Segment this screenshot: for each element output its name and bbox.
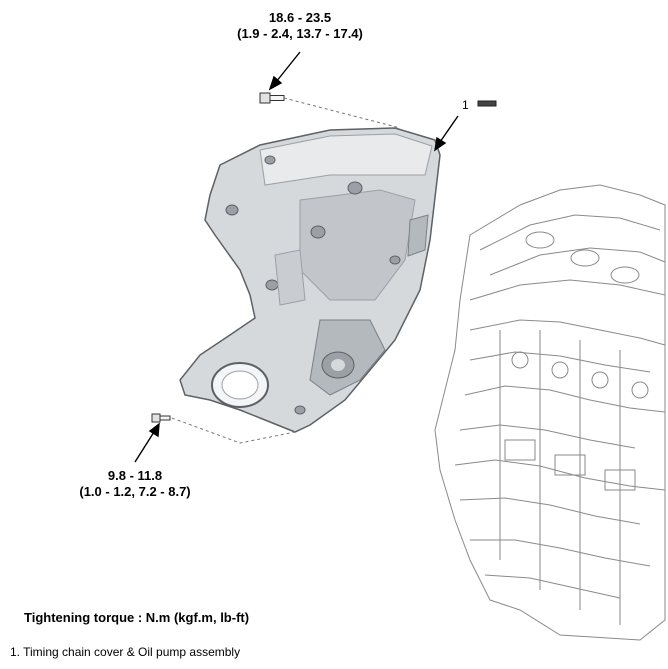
top-bolt-torque-nm: 18.6 - 23.5 bbox=[268, 10, 332, 25]
callout-number-1: 1 bbox=[462, 98, 469, 112]
top-bolt-torque-alt: (1.9 - 2.4, 13.7 - 17.4) bbox=[237, 26, 363, 41]
timing-chain-cover bbox=[179, 127, 441, 433]
bottom-bolt-torque-alt: (1.0 - 1.2, 7.2 - 8.7) bbox=[79, 484, 191, 499]
top-bolt bbox=[259, 92, 285, 104]
legend-item-1: 1. Timing chain cover & Oil pump assembl… bbox=[10, 645, 241, 659]
sealant-symbol bbox=[477, 100, 497, 107]
top-bolt-torque-label: 18.6 - 23.5 (1.9 - 2.4, 13.7 - 17.4) bbox=[220, 10, 380, 42]
pointer-arrows bbox=[134, 51, 459, 463]
dashed-guide-lines bbox=[171, 97, 401, 444]
bottom-bolt-torque-label: 9.8 - 11.8 (1.0 - 1.2, 7.2 - 8.7) bbox=[55, 468, 215, 500]
bottom-bolt-torque-nm: 9.8 - 11.8 bbox=[107, 468, 163, 483]
engine-block-outline bbox=[434, 184, 666, 641]
bottom-bolt bbox=[151, 413, 171, 423]
tightening-torque-note: Tightening torque : N.m (kgf.m, lb-ft) bbox=[24, 610, 250, 625]
